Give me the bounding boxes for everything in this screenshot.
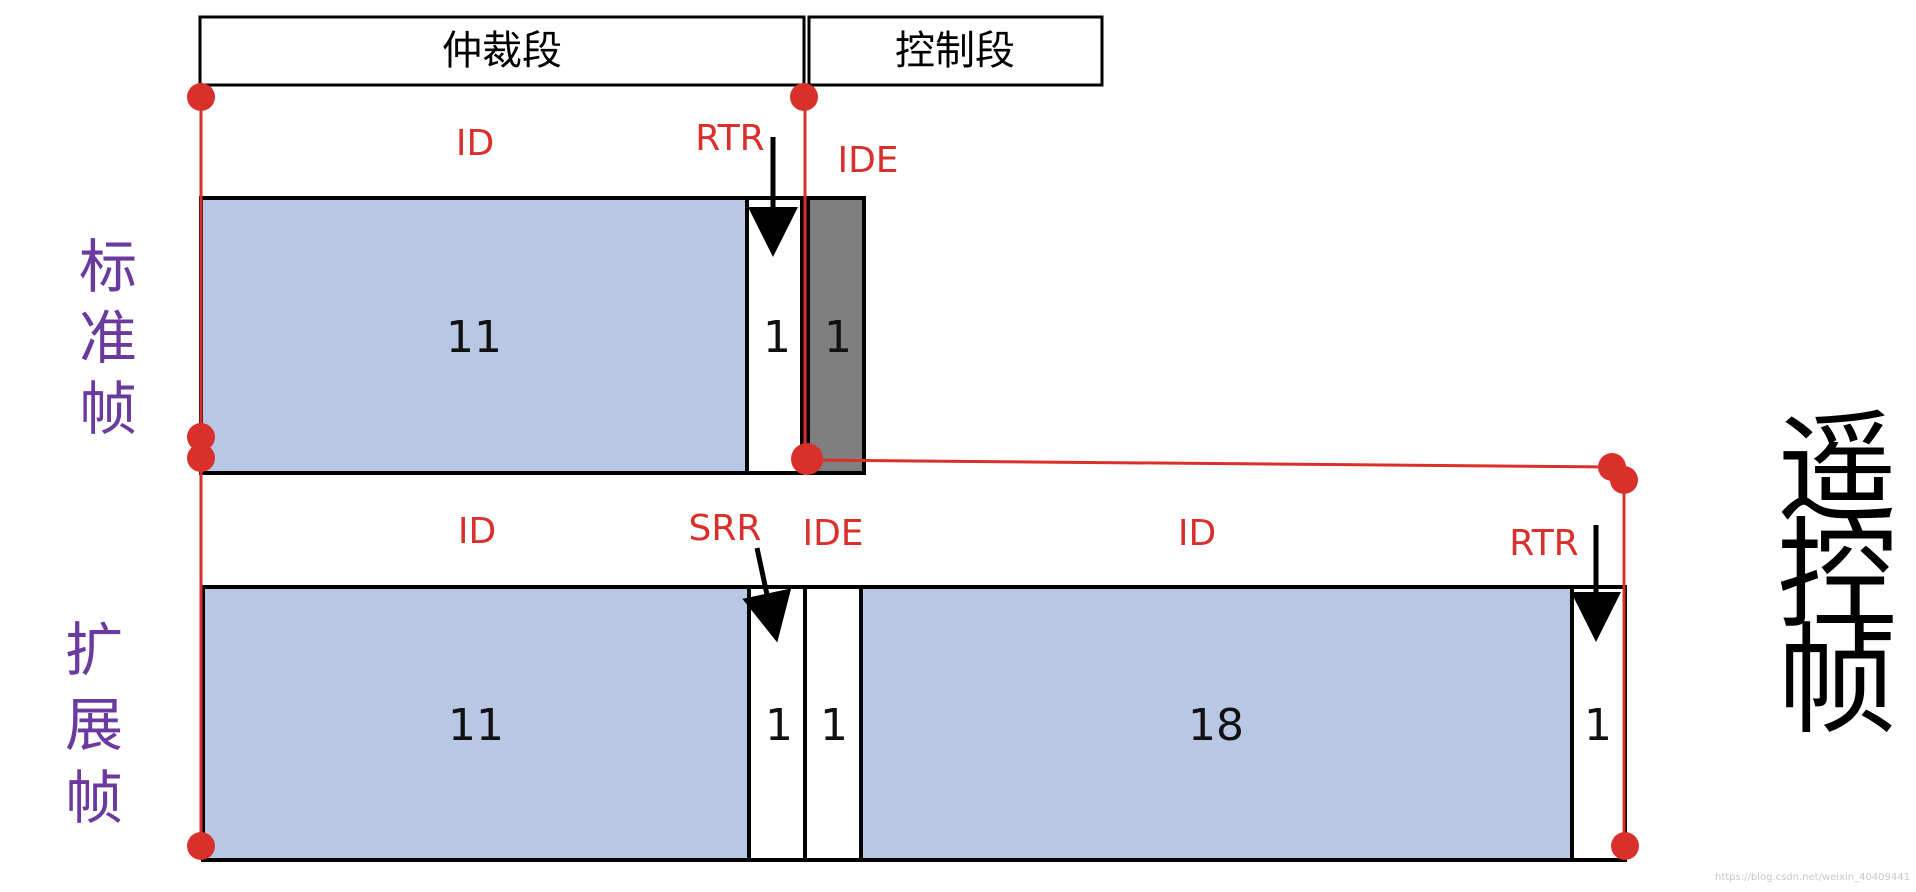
- std-id-bits: 11: [446, 312, 502, 363]
- ext-id-field: [201, 585, 751, 862]
- ext-id2-field: [859, 585, 1574, 862]
- ext-rtr-bits: 1: [1584, 700, 1612, 751]
- std-ide-bits: 1: [824, 312, 852, 363]
- svg-text:扩: 扩: [65, 616, 123, 684]
- std-id-field: [199, 196, 749, 475]
- ext-id2-bits: 18: [1188, 700, 1244, 751]
- red-bracket-dots: [187, 83, 1639, 860]
- ext-rtr-label: RTR: [1509, 523, 1578, 564]
- ext-id-label: ID: [458, 511, 496, 552]
- svg-text:准: 准: [79, 304, 137, 372]
- std-id-label: ID: [456, 123, 494, 164]
- ext-srr-label: SRR: [689, 508, 762, 549]
- remote-frame-label: 遥 控 帧: [1777, 400, 1897, 751]
- arbitration-segment-label: 仲裁段: [442, 28, 562, 74]
- control-segment-box: [807, 15, 1104, 87]
- arbitration-segment-box: [198, 15, 806, 87]
- std-ide-label: IDE: [837, 140, 898, 181]
- svg-text:帧: 帧: [79, 375, 137, 443]
- ext-srr-arrow: [742, 547, 792, 643]
- std-rtr-bits: 1: [763, 312, 791, 363]
- ext-ide-label: IDE: [802, 513, 863, 554]
- ext-id-bits: 11: [448, 700, 504, 751]
- control-segment-label: 控制段: [895, 28, 1015, 74]
- svg-text:帧: 帧: [65, 764, 123, 832]
- svg-text:遥: 遥: [1777, 400, 1897, 539]
- ext-ide-bits: 1: [820, 700, 848, 751]
- svg-text:帧: 帧: [1777, 612, 1897, 751]
- ext-srr-bits: 1: [765, 700, 793, 751]
- ext-ide-field: [803, 585, 863, 862]
- svg-text:控: 控: [1777, 507, 1897, 646]
- svg-text:标: 标: [79, 233, 137, 301]
- ext-id2-label: ID: [1178, 513, 1216, 554]
- watermark-text: https://blog.csdn.net/weixin_40409441: [1715, 872, 1910, 883]
- extended-frame-side-label: 扩 展 帧: [65, 616, 123, 832]
- svg-text:展: 展: [65, 691, 123, 759]
- std-ide-field: [806, 196, 866, 475]
- std-rtr-label: RTR: [695, 118, 764, 159]
- standard-frame-side-label: 标 准 帧: [79, 233, 137, 443]
